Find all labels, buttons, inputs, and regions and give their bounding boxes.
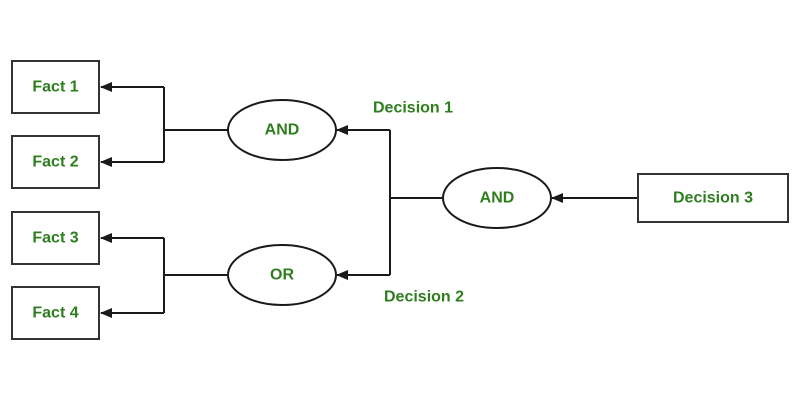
or-lower-node: OR (227, 244, 337, 306)
fact4-box (11, 286, 100, 340)
lower-or-connectors (100, 233, 228, 318)
and-upper-node: AND (227, 99, 337, 161)
or-lower-label: OR (270, 267, 294, 284)
decision3-node: Decision 3 (637, 173, 789, 223)
decision3-box (637, 173, 789, 223)
fact1-node: Fact 1 (11, 60, 100, 114)
fact2-node: Fact 2 (11, 135, 100, 189)
fact4-node: Fact 4 (11, 286, 100, 340)
decision1-label: Decision 1 (373, 100, 453, 117)
fact4-label: Fact 4 (32, 305, 78, 322)
fact2-label: Fact 2 (32, 154, 78, 171)
fact2-box (11, 135, 100, 189)
upper-and-connectors (100, 82, 228, 167)
fact3-node: Fact 3 (11, 211, 100, 265)
and-root-label: AND (480, 190, 515, 207)
fact1-box (11, 60, 100, 114)
and-upper-ellipse (227, 99, 337, 161)
or-lower-ellipse (227, 244, 337, 306)
and-upper-label: AND (265, 122, 300, 139)
fact3-box (11, 211, 100, 265)
fact3-label: Fact 3 (32, 230, 78, 247)
decision3-label: Decision 3 (673, 190, 753, 207)
root-and-connectors (336, 125, 443, 280)
and-root-node: AND (442, 167, 552, 229)
decision2-label: Decision 2 (384, 289, 464, 306)
and-root-ellipse (442, 167, 552, 229)
fact1-label: Fact 1 (32, 79, 78, 96)
